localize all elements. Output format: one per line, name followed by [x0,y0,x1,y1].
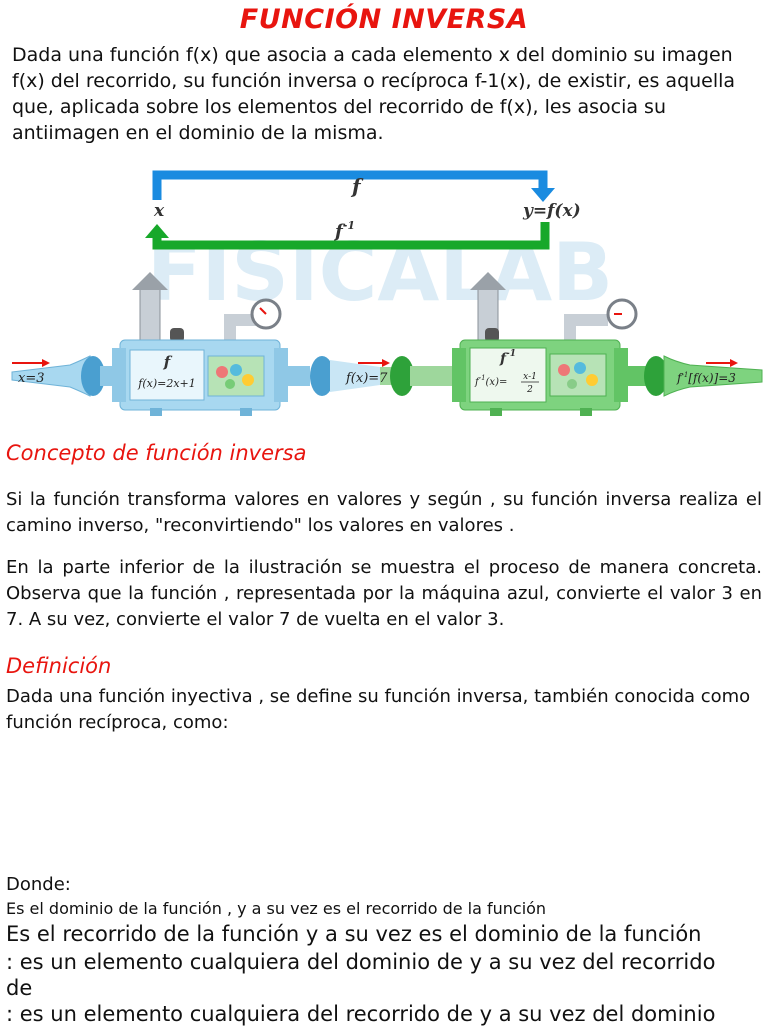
function-machine-blue [112,272,288,416]
intro-paragraph: Dada una función f(x) que asocia a cada … [12,44,736,144]
x-label: x [153,201,165,221]
f-inverse-arrow [145,222,550,250]
inverse-function-illustration: FISICALAB f x y=f(x) f-1 f f(x)=2x+1 [11,170,763,416]
concept-paragraph-1: Si la función transforma valores en valo… [6,489,762,536]
machine2-fraction-denominator: 2 [526,385,533,395]
concept-heading: Concepto de función inversa [6,441,307,465]
machine1-name: f [163,353,173,371]
y-label: y=f(x) [522,201,581,221]
f-arrow [152,170,555,202]
machine2-formula: f-1(x)= [474,374,507,388]
definition-paragraph: Dada una función inyectiva , se define s… [6,686,751,733]
donde-line-3: : es un elemento cualquiera del dominio … [6,950,716,974]
machine1-formula: f(x)=2x+1 [137,377,196,390]
page-title: FUNCIÓN INVERSA [239,4,529,35]
output-horn [628,355,763,397]
middle-connector [288,356,454,396]
machine2-name: f-1 [499,349,516,367]
machine2-fraction-numerator: x-1 [523,372,537,382]
donde-line-4: de [6,976,33,1000]
donde-label: Donde: [6,874,71,895]
f-arrow-label: f [350,174,364,198]
middle-value-label: f(x)=7 [345,371,388,386]
definition-heading: Definición [6,654,112,678]
function-machine-green [452,272,638,416]
donde-line-5: : es un elemento cualquiera del recorrid… [6,1002,716,1026]
output-value-label: f-1[f(x)]=3 [676,371,736,385]
donde-line-1: Es el dominio de la función , y a su vez… [6,899,547,918]
donde-line-2: Es el recorrido de la función y a su vez… [6,922,702,946]
concept-paragraph-2: En la parte inferior de la ilustración s… [6,557,762,630]
input-horn [11,355,114,397]
input-value-label: x=3 [18,371,45,386]
